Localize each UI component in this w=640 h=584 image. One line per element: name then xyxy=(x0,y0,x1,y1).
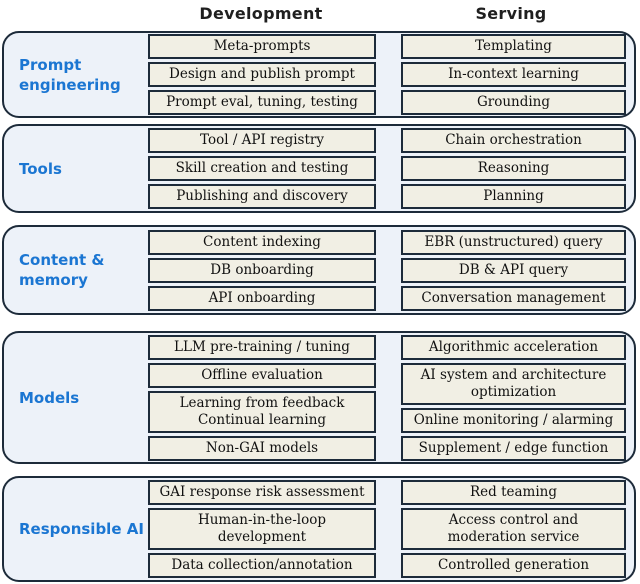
capability-box: Data collection/annotation xyxy=(148,553,376,578)
capability-box: Learning from feedback Continual learnin… xyxy=(148,390,376,433)
capability-box: Templating xyxy=(401,34,626,59)
capability-box: LLM pre-training / tuning xyxy=(148,334,376,360)
capability-box: API onboarding xyxy=(148,285,376,311)
row-label-models: Models xyxy=(19,388,80,407)
capability-box: Non-GAI models xyxy=(148,435,376,461)
capability-box: DB onboarding xyxy=(148,257,376,283)
capability-box: Supplement / edge function xyxy=(401,435,626,461)
capability-box: Tool / API registry xyxy=(148,128,376,153)
capability-box: Design and publish prompt xyxy=(148,62,376,87)
capability-box: Planning xyxy=(401,184,626,209)
capability-box: Grounding xyxy=(401,90,626,115)
capability-box: Meta-prompts xyxy=(148,34,376,59)
capability-box: AI system and architecture optimization xyxy=(401,362,626,405)
capability-box: Conversation management xyxy=(401,285,626,311)
capability-box: GAI response risk assessment xyxy=(148,480,376,505)
capability-box: Reasoning xyxy=(401,156,626,181)
capability-box: Algorithmic acceleration xyxy=(401,334,626,360)
column-header-development: Development xyxy=(199,4,323,23)
row-responsible-ai: Responsible AI GAI response risk assessm… xyxy=(2,476,636,582)
capability-box: DB & API query xyxy=(401,257,626,283)
capability-box: Human-in-the-loop development xyxy=(148,508,376,550)
row-label-prompt-engineering: Prompt engineering xyxy=(19,55,121,94)
capability-box: Access control and moderation service xyxy=(401,508,626,550)
capability-box: EBR (unstructured) query xyxy=(401,229,626,255)
row-label-content-memory: Content & memory xyxy=(19,251,105,289)
capability-box: Chain orchestration xyxy=(401,128,626,153)
capability-box: Red teaming xyxy=(401,480,626,505)
capability-box: Skill creation and testing xyxy=(148,156,376,181)
capability-box: Controlled generation xyxy=(401,553,626,578)
row-label-tools: Tools xyxy=(19,159,62,178)
capability-box: In-context learning xyxy=(401,62,626,87)
capability-box: Prompt eval, tuning, testing xyxy=(148,90,376,115)
capability-box: Offline evaluation xyxy=(148,362,376,388)
capability-box: Publishing and discovery xyxy=(148,184,376,209)
capability-box: Content indexing xyxy=(148,229,376,255)
column-header-serving: Serving xyxy=(475,4,547,23)
row-label-responsible-ai: Responsible AI xyxy=(19,520,144,538)
capability-box: Online monitoring / alarming xyxy=(401,407,626,433)
